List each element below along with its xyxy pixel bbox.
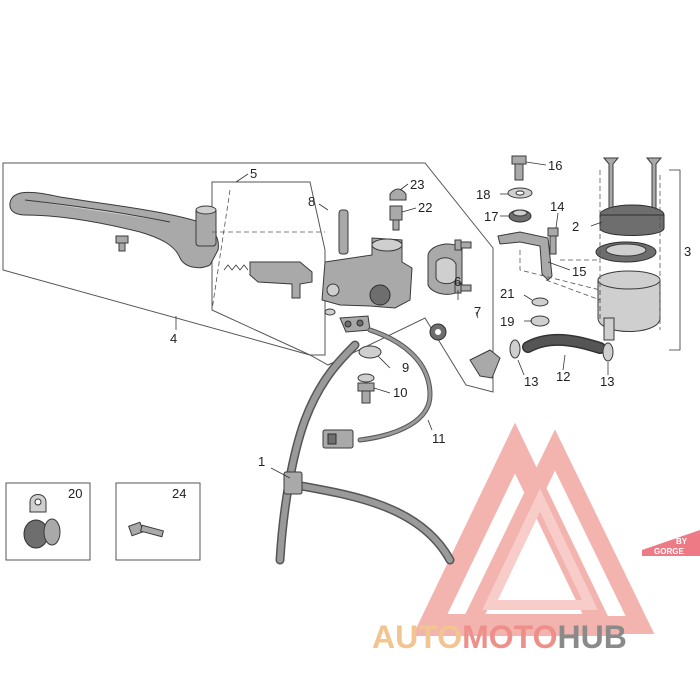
handlebar-clamp — [427, 243, 463, 295]
watermark-hub: HUB — [557, 619, 626, 655]
reservoir-hose — [522, 333, 606, 354]
top-washer — [507, 187, 533, 199]
reservoir-diaphragm — [595, 241, 657, 263]
callout-8: 8 — [308, 194, 315, 209]
callout-17: 17 — [484, 209, 498, 224]
brake-lever — [9, 191, 219, 269]
callout-16: 16 — [548, 158, 562, 173]
callout-1: 1 — [258, 454, 265, 469]
reservoir-bracket — [497, 231, 553, 281]
watermark-text: AUTOMOTOHUB — [372, 619, 627, 655]
callout-4: 4 — [170, 331, 177, 346]
callout-9: 9 — [402, 360, 409, 375]
clamp-screws — [454, 239, 472, 294]
callout-10: 10 — [393, 385, 407, 400]
reservoir-cap — [599, 204, 665, 236]
lever-assembly-frame — [2, 162, 494, 393]
hose-clamps — [509, 339, 614, 362]
small-washer — [324, 308, 336, 316]
assembly-lines — [211, 170, 661, 330]
elbow-fitting — [469, 349, 501, 379]
callout-11: 11 — [432, 431, 446, 446]
callout-24: 24 — [172, 486, 186, 501]
watermark-logo — [412, 422, 655, 636]
watermark-badge: BY GORGE — [642, 530, 700, 556]
lever-adjuster-bracket — [249, 261, 313, 299]
watermark-auto: AUTO — [372, 619, 462, 655]
callout-13-left: 13 — [524, 374, 538, 389]
bleed-cap — [389, 188, 407, 201]
callout-19: 19 — [500, 314, 514, 329]
rubber-grommet — [508, 209, 532, 223]
callout-5: 5 — [250, 166, 257, 181]
callout-18: 18 — [476, 187, 490, 202]
callout-21: 21 — [500, 286, 514, 301]
callout-15: 15 — [572, 264, 586, 279]
callout-12: 12 — [556, 369, 570, 384]
pushrod-pin — [338, 209, 349, 255]
reservoir-tank — [597, 270, 661, 341]
top-bolt — [511, 155, 527, 181]
banjo-bolt — [357, 382, 375, 404]
callout-3: 3 — [684, 244, 691, 259]
callout-7: 7 — [474, 304, 481, 319]
callout-13-right: 13 — [600, 374, 614, 389]
bracket-bolt — [547, 227, 559, 255]
kit-box-20 — [5, 482, 91, 561]
callout-20: 20 — [68, 486, 82, 501]
callout-23: 23 — [410, 177, 424, 192]
badge-bottom-text: GORGE — [654, 547, 684, 556]
callout-22: 22 — [418, 200, 432, 215]
brake-hose — [275, 340, 455, 565]
switch-cable — [322, 327, 433, 449]
badge-top-text: BY — [676, 537, 688, 546]
adjuster-spring — [223, 264, 249, 271]
callout-2: 2 — [572, 219, 579, 234]
callout-14: 14 — [550, 199, 564, 214]
hose-union-fitting — [429, 323, 447, 341]
kit-box-24 — [115, 482, 201, 561]
copper-washers — [357, 345, 382, 383]
bleed-valve — [389, 205, 403, 231]
brake-light-switch — [339, 315, 371, 333]
lever-pivot-screw — [115, 235, 129, 252]
leader-lines — [175, 161, 681, 479]
callout-6: 6 — [454, 274, 461, 289]
master-cylinder-body — [321, 237, 413, 309]
watermark-moto: MOTO — [462, 619, 557, 655]
lower-washers — [530, 297, 550, 327]
